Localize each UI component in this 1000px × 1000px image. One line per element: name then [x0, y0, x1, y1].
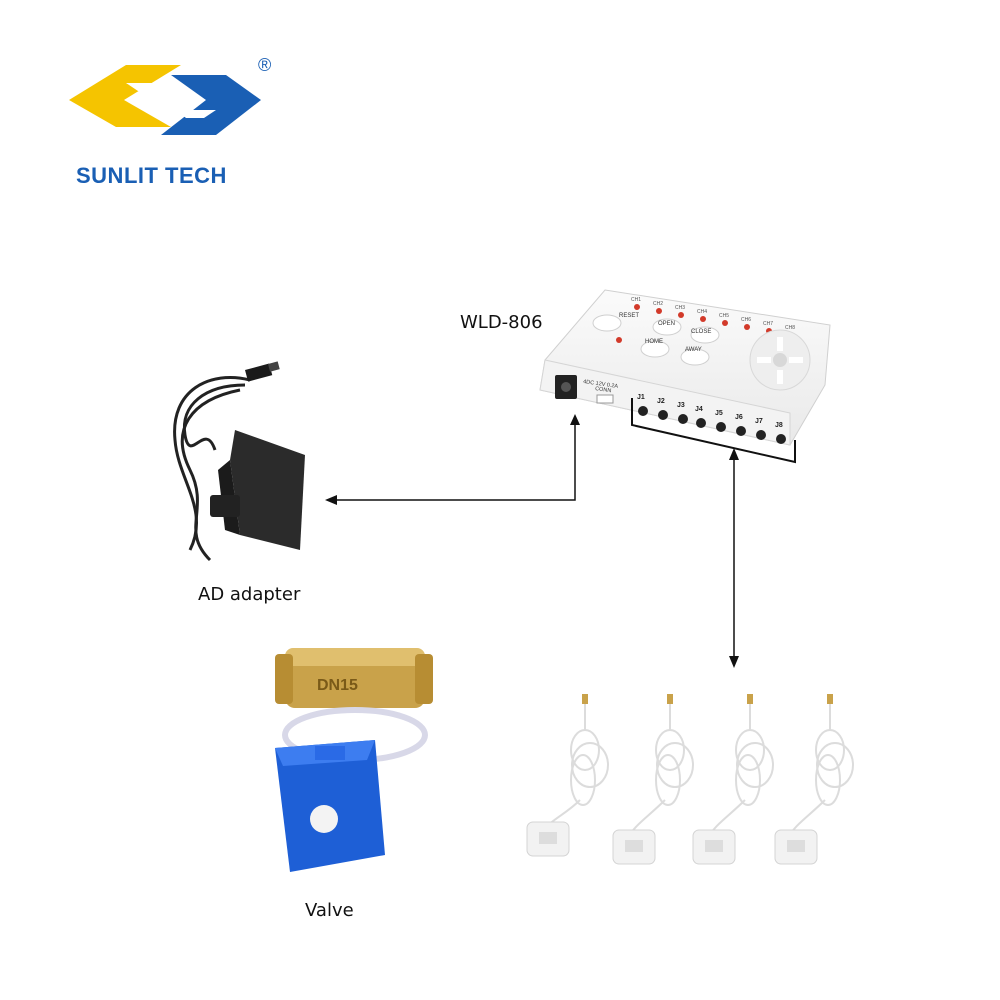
- adapter-connection-line: [335, 420, 576, 501]
- arrow-left-icon: [325, 495, 337, 505]
- close-button[interactable]: [690, 326, 720, 344]
- ch-label: CH1: [631, 297, 641, 303]
- jack-bracket: [631, 398, 796, 464]
- open-label: OPEN: [658, 321, 675, 327]
- arrow-down-icon: [729, 656, 739, 668]
- away-label: AWAY: [685, 347, 702, 353]
- jack-label: J6: [735, 414, 743, 421]
- jack-j8[interactable]: [776, 434, 786, 444]
- ch-label: CH7: [763, 321, 773, 327]
- ch-label: CH4: [697, 309, 707, 315]
- jack-label: J2: [657, 398, 665, 405]
- jack-j7[interactable]: [756, 430, 766, 440]
- jack-label: J1: [637, 394, 645, 401]
- arrow-up-icon: [729, 448, 739, 460]
- ch-label: CH5: [719, 313, 729, 319]
- away-button[interactable]: [680, 348, 710, 366]
- home-label: HOME: [645, 339, 663, 345]
- logo-mark-icon: [69, 65, 261, 135]
- ad-adapter-image: [173, 361, 305, 562]
- home-button[interactable]: [640, 340, 670, 358]
- ch-label: CH3: [675, 305, 685, 311]
- sensor-cable-2: [629, 700, 694, 836]
- speaker-icon: [749, 329, 811, 391]
- ch-label: CH6: [741, 317, 751, 323]
- jack-j3[interactable]: [678, 414, 688, 424]
- sensor-cable-1: [544, 700, 609, 831]
- controller-model-label: WLD-806: [460, 312, 543, 333]
- brand-name: SUNLIT TECH: [76, 163, 227, 188]
- jack-j5[interactable]: [716, 422, 726, 432]
- controller-device: CH1 CH2 CH3 CH4 CH5 CH6 CH7 CH8 RESET OP…: [539, 289, 831, 446]
- jack-label: J7: [755, 418, 763, 425]
- jack-label: J3: [677, 402, 685, 409]
- conn-port[interactable]: [596, 394, 614, 404]
- sensor-cable-4: [789, 700, 854, 836]
- ch-label: CH2: [653, 301, 663, 307]
- power-label: 4DC 12V 0.2A: [583, 379, 619, 390]
- ch-label: CH8: [785, 325, 795, 331]
- valve-image: DN15: [275, 648, 433, 872]
- reset-label: RESET: [619, 313, 639, 319]
- jack-j4[interactable]: [696, 418, 706, 428]
- arrow-up-icon: [570, 414, 580, 425]
- jack-j1[interactable]: [638, 406, 648, 416]
- sensor-cable-3: [709, 700, 774, 836]
- jack-j6[interactable]: [736, 426, 746, 436]
- jack-label: J8: [775, 422, 783, 429]
- registered-mark: ®: [258, 55, 272, 75]
- open-button[interactable]: [652, 318, 682, 336]
- brand-logo: ® SUNLIT TECH: [66, 55, 286, 195]
- jack-label: J4: [695, 406, 703, 413]
- jack-label: J5: [715, 410, 723, 417]
- jack-j2[interactable]: [658, 410, 668, 420]
- ad-adapter-label: AD adapter: [198, 584, 301, 605]
- valve-label: Valve: [305, 900, 354, 921]
- conn-label: CONN: [595, 386, 612, 394]
- valve-marking: DN15: [317, 677, 358, 694]
- reset-button[interactable]: [592, 314, 622, 332]
- close-label: CLOSE: [691, 329, 711, 335]
- water-leak-sensors: [526, 694, 854, 865]
